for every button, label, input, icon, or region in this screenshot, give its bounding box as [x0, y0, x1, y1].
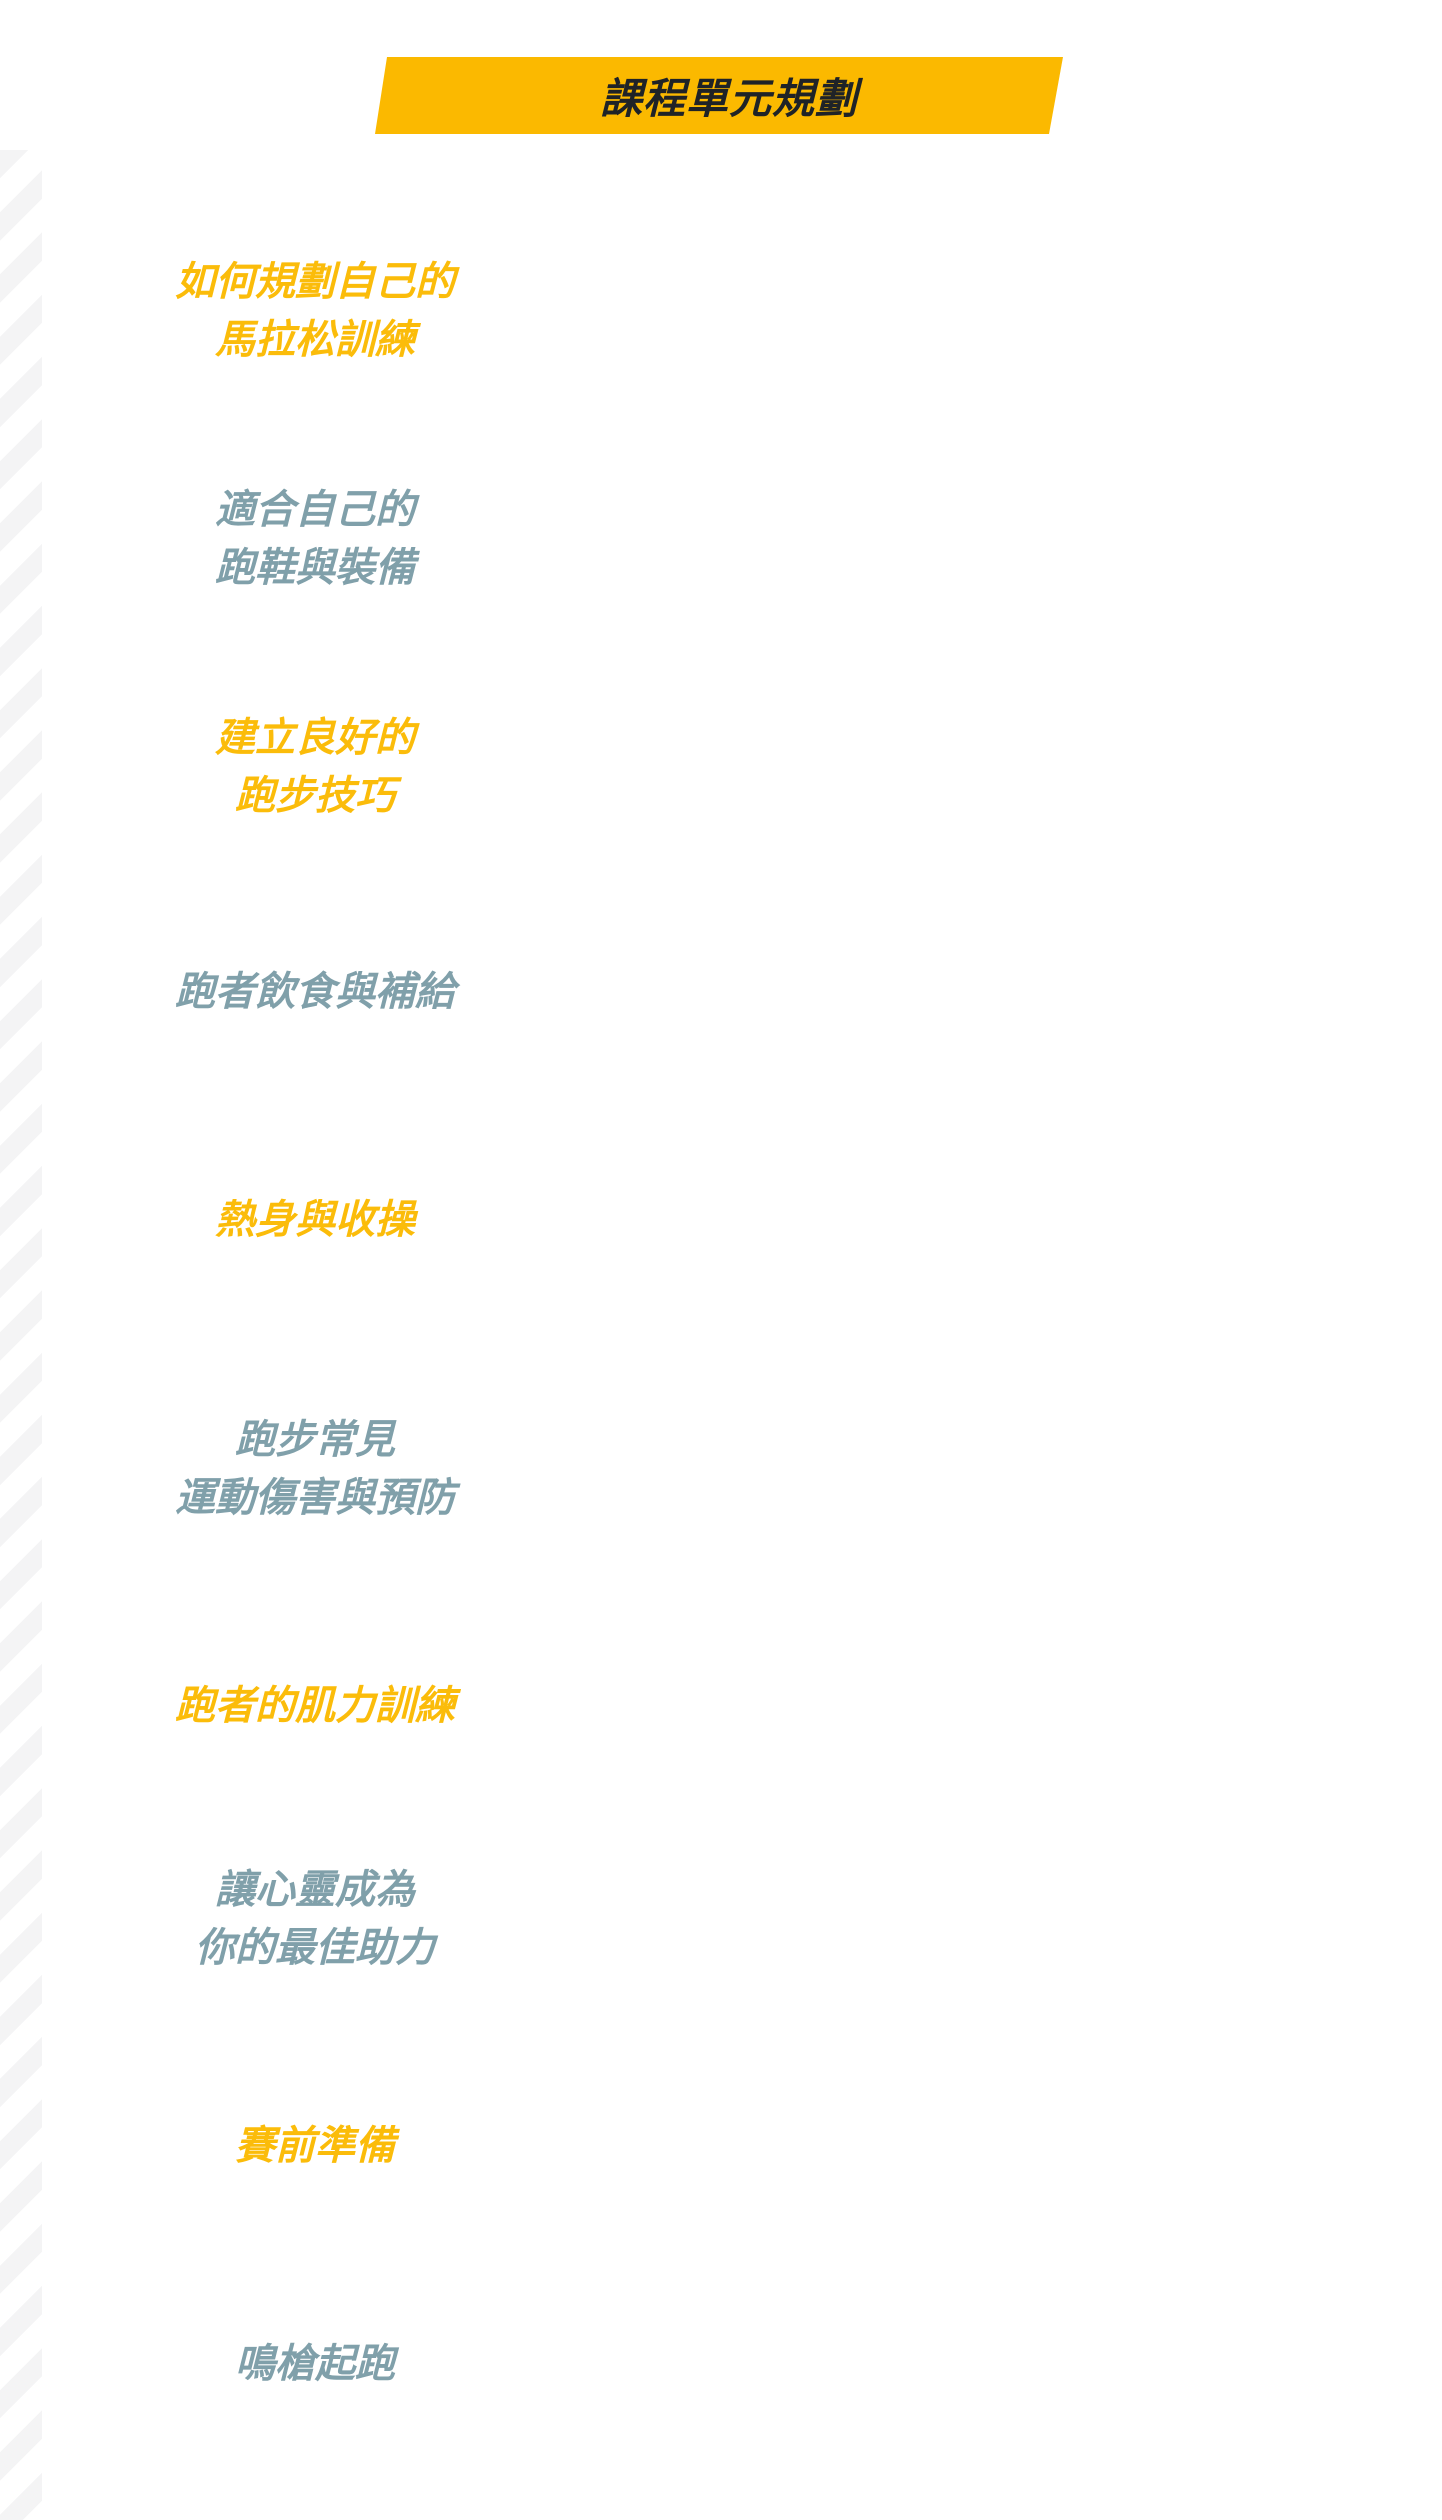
unit-title-line-1: 跑者飲食與補給	[175, 969, 455, 1015]
unit-title-line-2: 跑步技巧	[235, 773, 395, 819]
unit-title-line-1: 賽前準備	[235, 2123, 395, 2169]
course-unit-7: 跑者的肌力訓練	[130, 1677, 500, 1735]
unit-title-line-2: 跑鞋與裝備	[215, 545, 415, 591]
title-banner: 課程單元規劃	[375, 57, 1063, 134]
course-unit-4: 跑者飲食與補給	[130, 963, 500, 1021]
unit-title-line-1: 跑者的肌力訓練	[175, 1683, 455, 1729]
page-title: 課程單元規劃	[599, 74, 858, 123]
course-unit-8: 讓心靈成為 你的最佳助力	[130, 1861, 500, 1977]
unit-title-line-2: 你的最佳助力	[195, 1925, 435, 1971]
decorative-side-stripes	[0, 150, 42, 2520]
unit-title-line-1: 鳴槍起跑	[235, 2341, 395, 2387]
course-unit-9: 賽前準備	[130, 2117, 500, 2175]
unit-title-line-1: 如何規劃自己的	[175, 259, 455, 305]
course-unit-1: 如何規劃自己的 馬拉松訓練	[130, 253, 500, 369]
unit-title-line-1: 建立良好的	[215, 715, 415, 761]
unit-title-line-1: 熱身與收操	[215, 1197, 415, 1243]
course-unit-2: 適合自己的 跑鞋與裝備	[130, 481, 500, 597]
course-unit-10: 鳴槍起跑	[130, 2335, 500, 2393]
unit-title-line-2: 馬拉松訓練	[215, 317, 415, 363]
course-unit-3: 建立良好的 跑步技巧	[130, 709, 500, 825]
unit-title-line-2: 運動傷害與預防	[175, 1475, 455, 1521]
unit-title-line-1: 讓心靈成為	[215, 1867, 415, 1913]
course-unit-6: 跑步常見 運動傷害與預防	[130, 1411, 500, 1527]
course-unit-5: 熱身與收操	[130, 1191, 500, 1249]
unit-title-line-1: 適合自己的	[215, 487, 415, 533]
unit-title-line-1: 跑步常見	[235, 1417, 395, 1463]
